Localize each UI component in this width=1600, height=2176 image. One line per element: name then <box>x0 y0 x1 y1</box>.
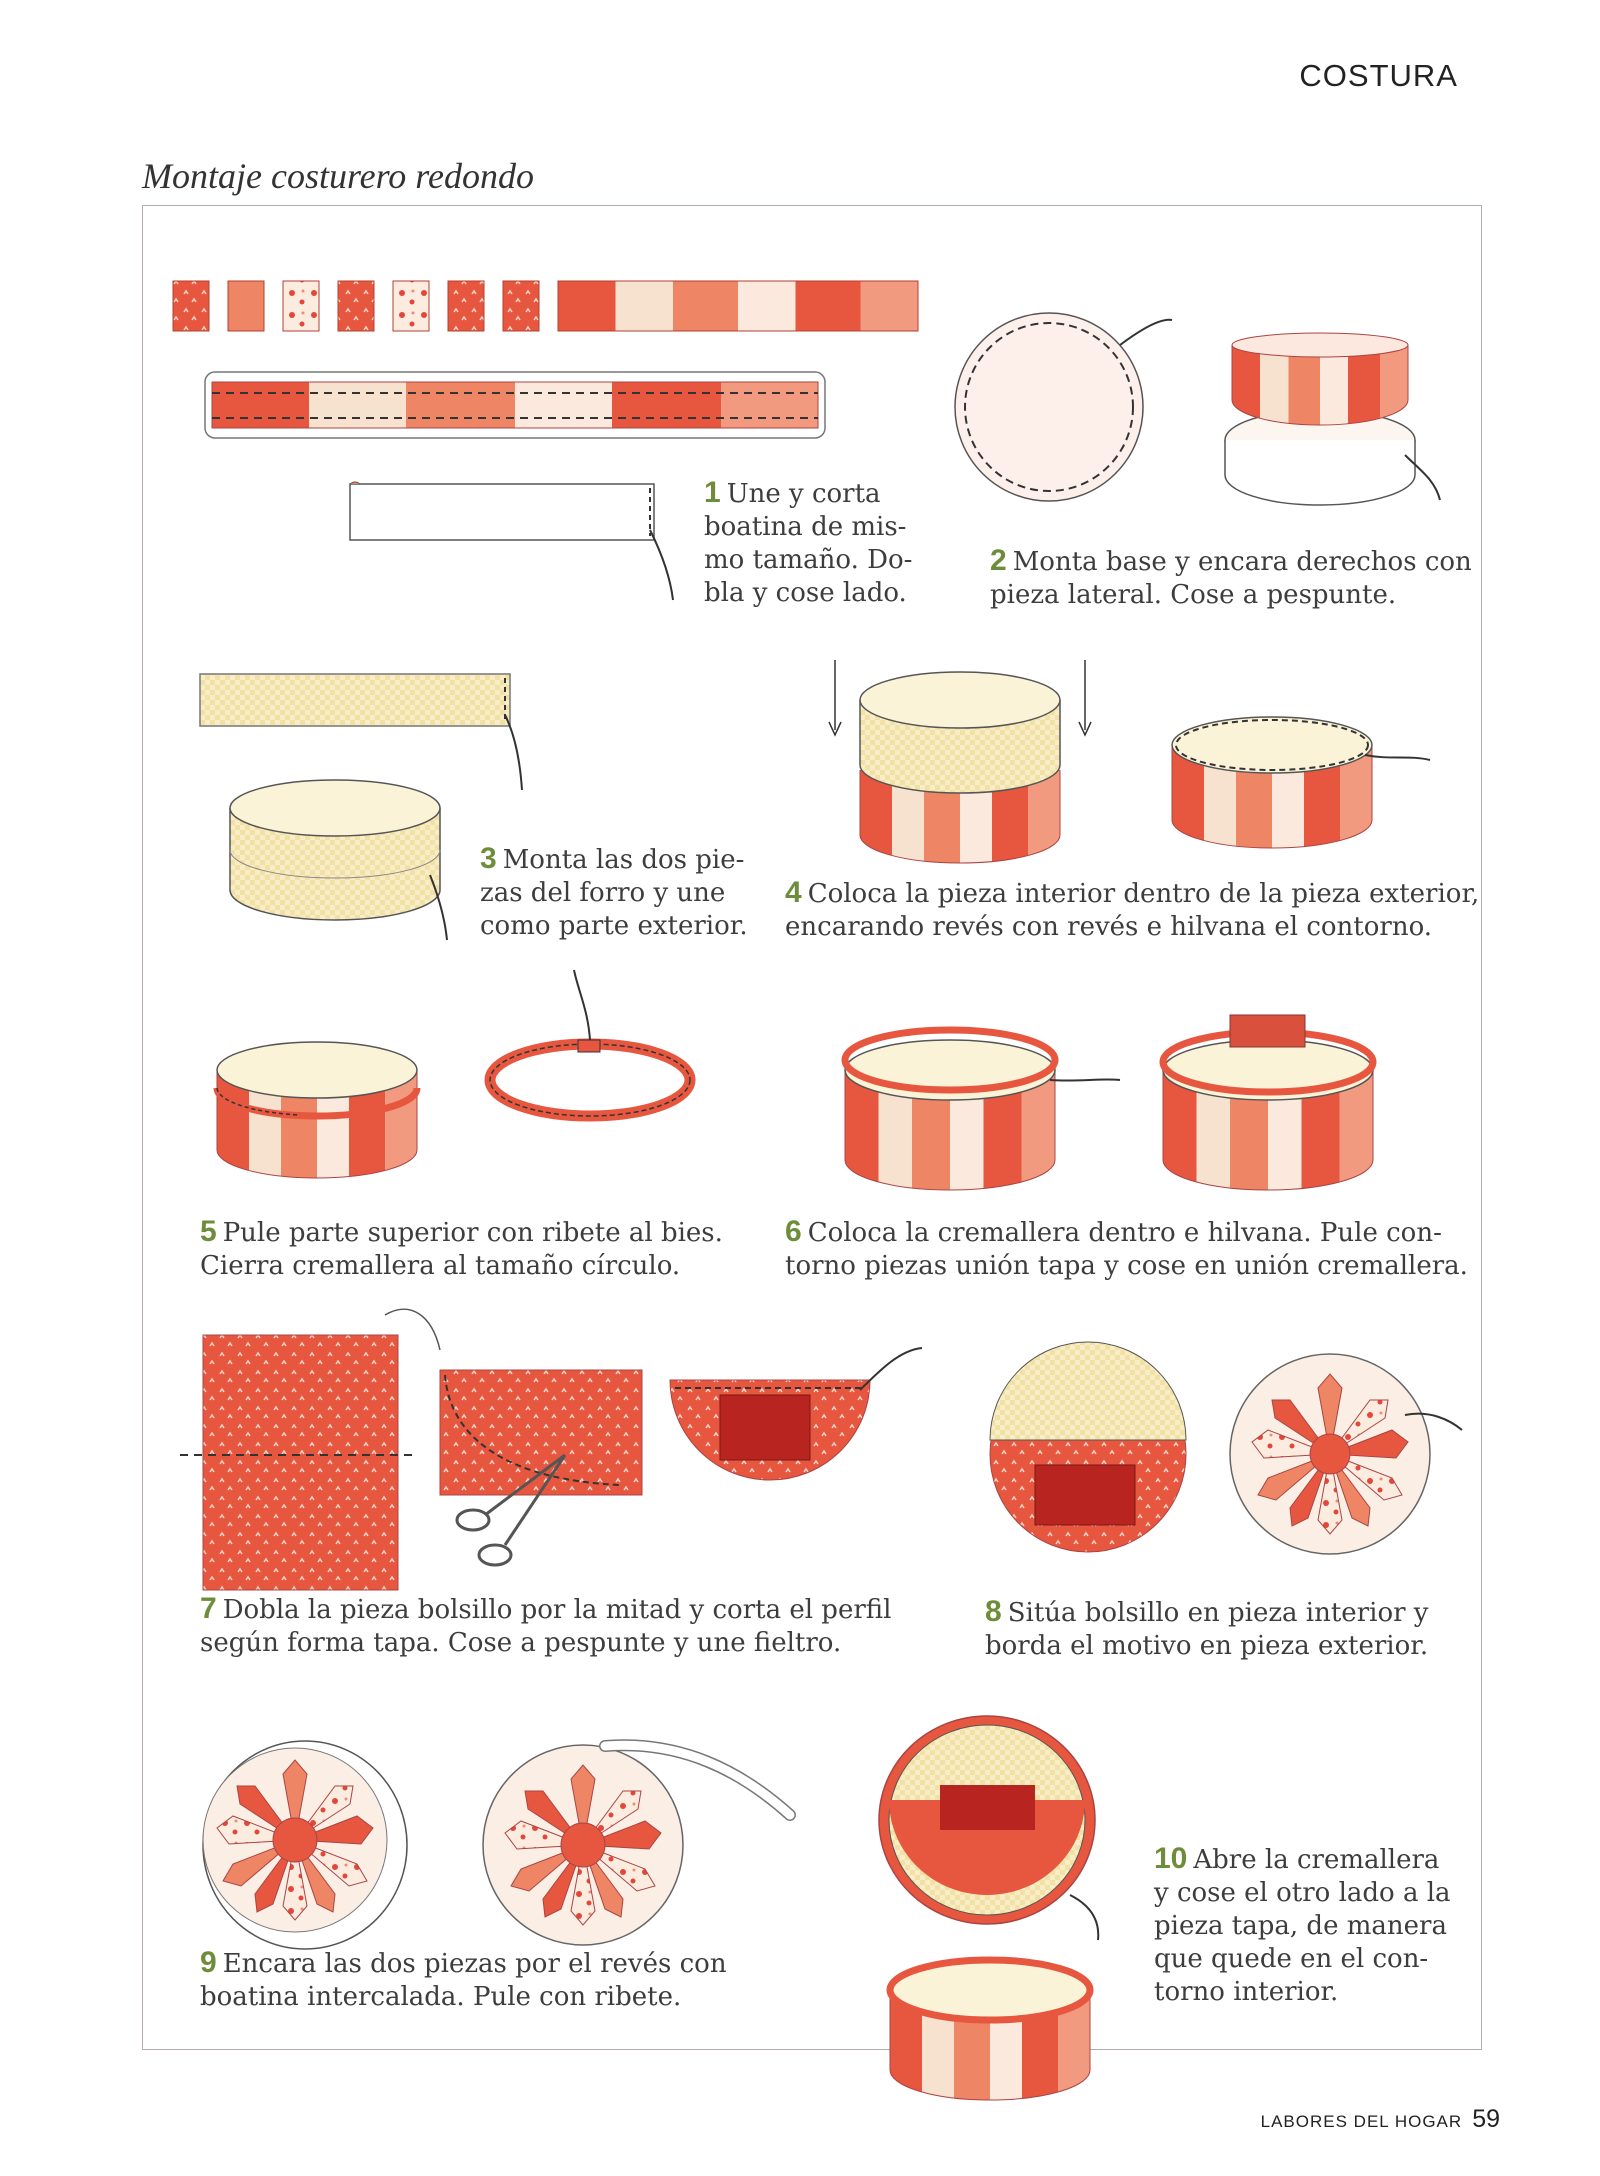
scissors-icon <box>455 1453 567 1567</box>
step-line: Coloca la pieza interior dentro de la pi… <box>807 879 1480 909</box>
lining-strip-icon <box>199 673 523 791</box>
step-line: Sitúa bolsillo en pieza interior y <box>1007 1598 1429 1628</box>
bias-binding-box-icon <box>213 1041 421 1179</box>
step-number: 7 <box>200 1592 217 1625</box>
step-number: 3 <box>480 842 497 875</box>
step-line: Monta las dos pie- <box>502 845 745 875</box>
basted-box-icon <box>1171 716 1431 849</box>
step-line: como parte exterior. <box>480 911 748 941</box>
patchwork-squares-icon <box>172 280 919 332</box>
step-line: Cierra cremallera al tamaño círculo. <box>200 1251 681 1281</box>
step-number: 5 <box>200 1215 217 1248</box>
step-number: 9 <box>200 1946 217 1979</box>
step-line: pieza lateral. Cose a pespunte. <box>990 580 1397 610</box>
side-assembly-icon <box>1224 332 1441 506</box>
dresden-binding-icon <box>482 1739 796 1946</box>
step-line: pieza tapa, de manera <box>1154 1911 1447 1941</box>
step-line: torno piezas unión tapa y cose en unión … <box>785 1251 1468 1281</box>
page-title: Montaje costurero redondo <box>142 156 534 196</box>
page-number: 59 <box>1472 2105 1500 2133</box>
dresden-bound-icon <box>202 1740 408 1950</box>
patchwork-strip-icon <box>204 371 826 439</box>
instructions-frame <box>142 205 1482 2050</box>
step-line: mo tamaño. Do- <box>704 545 913 575</box>
step-line: zas del forro y une <box>480 878 726 908</box>
step-line: Encara las dos piezas por el revés con <box>222 1949 727 1979</box>
step-line: que quede en el con- <box>1154 1944 1429 1974</box>
step-line: boatina intercalada. Pule con ribete. <box>200 1982 682 2012</box>
folded-fabric-icon <box>439 1369 643 1496</box>
step-line: encarando revés con revés e hilvana el c… <box>785 912 1433 942</box>
step-number: 6 <box>785 1215 802 1248</box>
step-line: según forma tapa. Cose a pespunte y une … <box>200 1628 842 1658</box>
step-line: y cose el otro lado a la <box>1154 1878 1451 1908</box>
step-line: Dobla la pieza bolsillo por la mitad y c… <box>222 1595 892 1625</box>
page-footer: LABORES DEL HOGAR 59 <box>1261 2105 1500 2134</box>
lining-ring-icon <box>229 779 448 941</box>
step-number: 10 <box>1154 1842 1188 1875</box>
fabric-rectangle-icon <box>180 1308 441 1591</box>
batting-strip-icon <box>349 481 674 601</box>
step-number: 4 <box>785 876 802 909</box>
zipper-box-icon <box>841 1026 1121 1191</box>
zipper-ring-icon <box>484 969 696 1122</box>
zipper-tab-box-icon <box>1159 1014 1377 1191</box>
step-line: Monta base y encara derechos con <box>1012 547 1472 577</box>
round-base-icon <box>954 312 1173 502</box>
magazine-name: LABORES DEL HOGAR <box>1260 2112 1463 2131</box>
pocket-circle-icon <box>989 1341 1187 1553</box>
insert-lining-icon <box>828 660 1092 864</box>
step-line: Pule parte superior con ribete al bies. <box>222 1218 723 1248</box>
step-number: 8 <box>985 1595 1002 1628</box>
step-number: 1 <box>704 476 721 509</box>
pocket-half-circle-icon <box>669 1347 923 1481</box>
step-line: Une y corta <box>726 479 881 509</box>
step-line: borda el motivo en pieza exterior. <box>985 1631 1429 1661</box>
step-line: bla y cose lado. <box>704 578 907 608</box>
step-line: boatina de mis- <box>704 512 907 542</box>
step-number: 2 <box>990 544 1007 577</box>
finished-box-icon <box>878 1715 1100 2101</box>
step-line: Abre la cremallera <box>1193 1845 1440 1875</box>
step-line: torno interior. <box>1154 1977 1339 2007</box>
section-label: COSTURA <box>1299 58 1458 93</box>
step-line: Coloca la cremallera dentro e hilvana. P… <box>807 1218 1442 1248</box>
dresden-plate-icon <box>1229 1353 1463 1555</box>
